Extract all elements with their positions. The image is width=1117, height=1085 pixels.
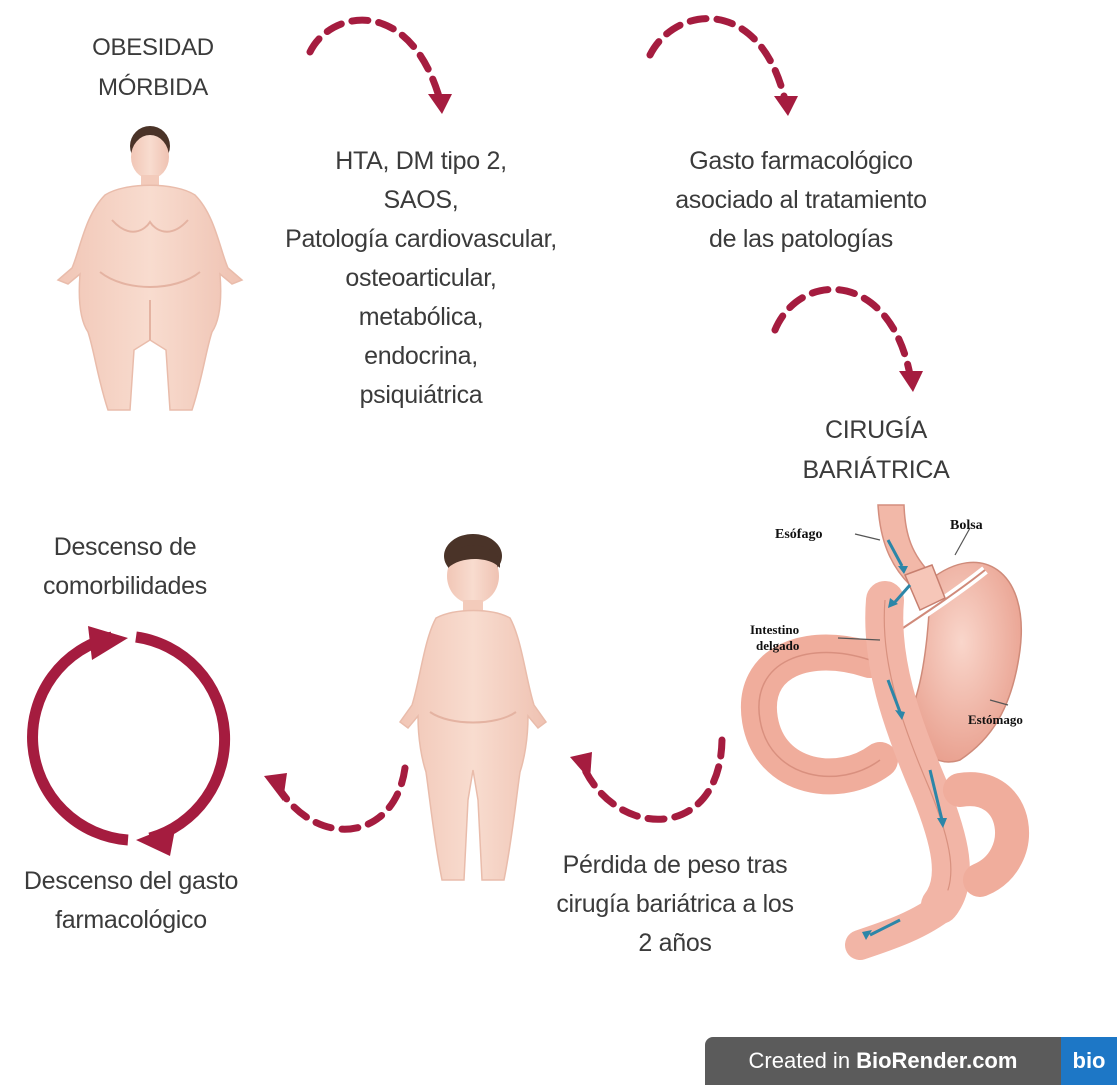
label-intestino-1: Intestino — [750, 622, 799, 637]
arrow-comorbilidades-to-gasto — [646, 15, 789, 104]
arrow-gasto-to-cirugia — [771, 286, 914, 379]
label-bolsa: Bolsa — [950, 518, 983, 533]
node-gasto-farmacologico: Gasto farmacológico asociado al tratamie… — [675, 147, 927, 253]
person-lighter-icon — [398, 534, 548, 881]
cycle-arrows-icon — [27, 631, 231, 846]
arrow-head-5 — [264, 773, 287, 801]
bio-logo-icon: bio — [1061, 1037, 1117, 1085]
node-obesidad-morbida: OBESIDAD MÓRBIDA — [92, 34, 214, 101]
badge-prefix: Created in — [748, 1048, 851, 1073]
arrow-cirugia-to-perdida — [581, 736, 726, 823]
label-esofago: Esófago — [775, 527, 822, 542]
arrow-head-1 — [428, 94, 452, 114]
arrow-perdida-to-descenso — [276, 764, 409, 833]
cycle-arrow-head-top — [88, 626, 128, 660]
node-descenso-comorbilidades: Descenso de comorbilidades — [43, 533, 207, 600]
arrow-head-2 — [774, 96, 798, 116]
label-intestino-2: delgado — [756, 638, 799, 653]
node-descenso-gasto: Descenso del gasto farmacológico — [23, 867, 239, 934]
arrow-head-3 — [899, 371, 923, 392]
node-comorbilidades: HTA, DM tipo 2, SAOS, Patología cardiova… — [285, 147, 557, 409]
stomach-bypass-icon: Esófago Bolsa Intestino delgado Estómago — [740, 504, 1029, 960]
arrow-obesidad-to-comorbilidades — [306, 16, 444, 104]
badge-brand: BioRender.com — [856, 1048, 1018, 1073]
label-estomago: Estómago — [968, 712, 1023, 727]
cycle-arrow-head-bottom — [136, 824, 176, 856]
arrow-head-4 — [570, 752, 592, 780]
node-cirugia-bariatrica: CIRUGÍA BARIÁTRICA — [802, 416, 950, 484]
node-perdida-peso: Pérdida de peso tras cirugía bariátrica … — [556, 851, 794, 957]
person-obese-icon — [56, 126, 244, 411]
